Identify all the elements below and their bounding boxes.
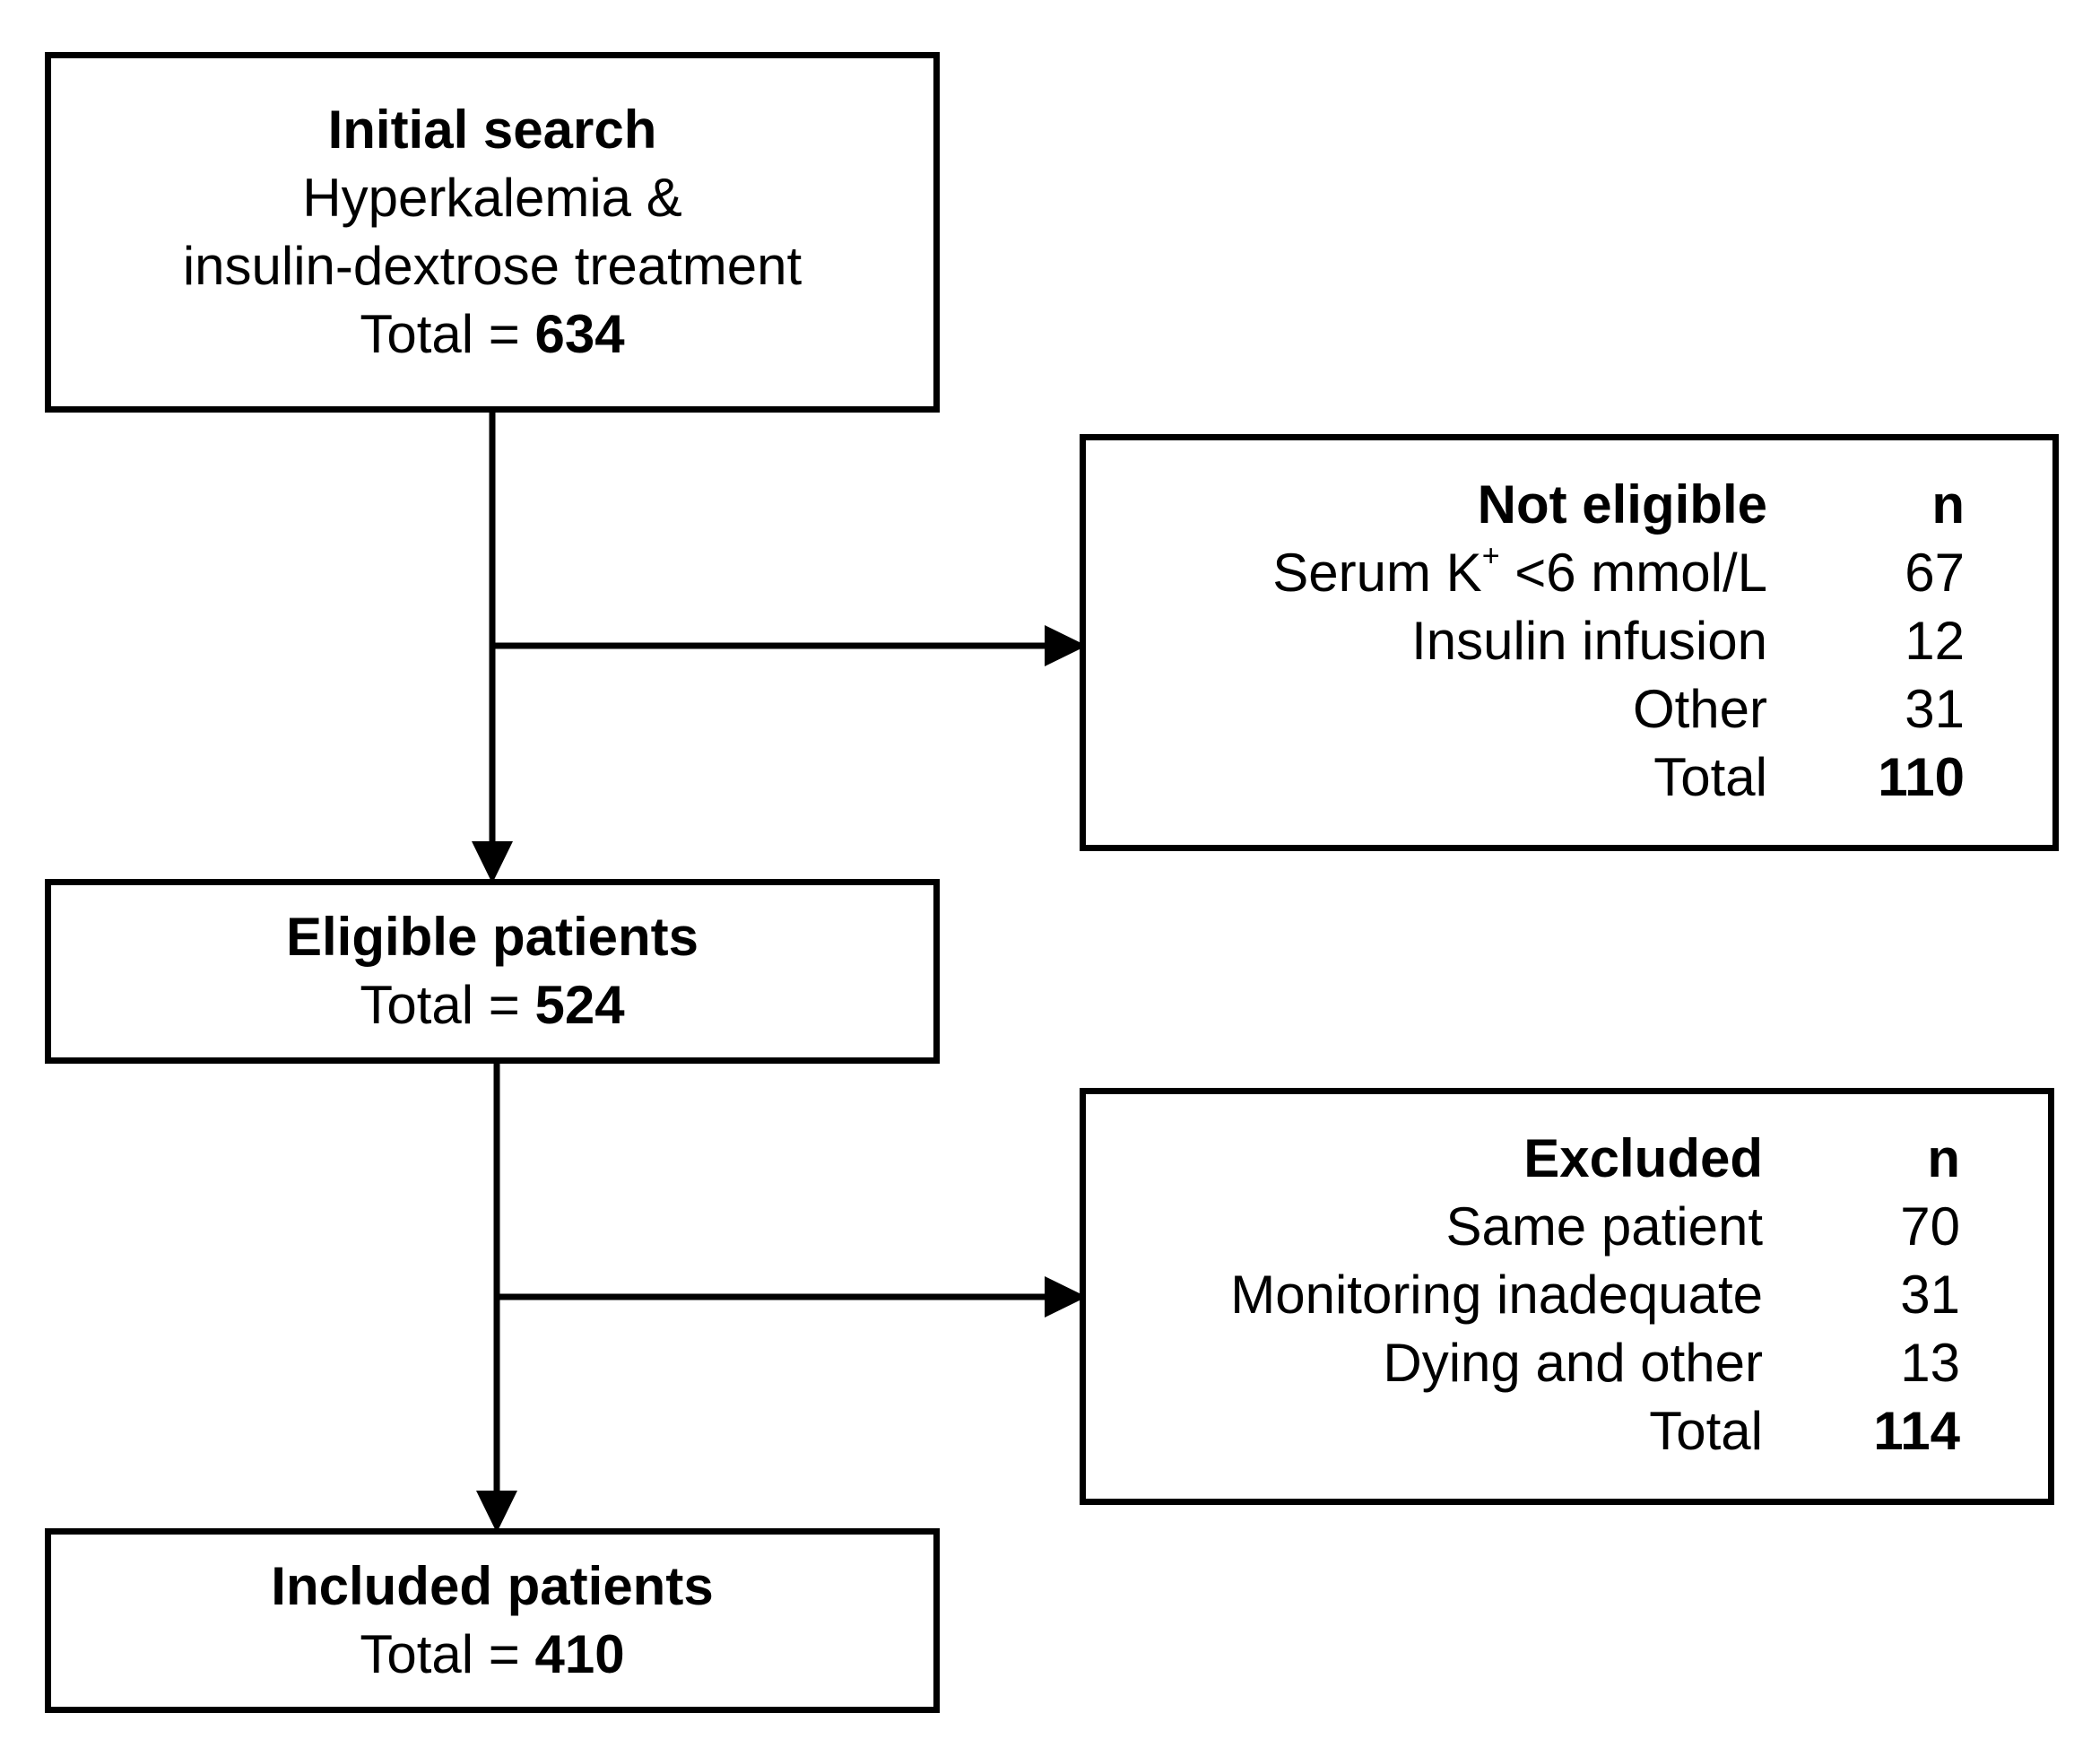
included-total-value: 410 <box>534 1624 625 1684</box>
row-value: 12 <box>1905 611 1965 671</box>
total-value: 114 <box>1873 1401 1960 1461</box>
table-row: Other 31 <box>1086 675 1965 744</box>
table-row: Dying and other 13 <box>1081 1329 1960 1397</box>
row-label: Same patient <box>1445 1196 1763 1257</box>
excluded-box: Excluded n Same patient 70 Monitoring in… <box>1080 1088 2054 1505</box>
arrowhead-to-included <box>476 1491 517 1533</box>
row-value: 70 <box>1900 1196 1960 1257</box>
initial-search-total: Total = 634 <box>360 300 624 369</box>
total-row: Total 110 <box>1086 744 1965 812</box>
not-eligible-n-heading: n <box>1931 474 1965 535</box>
total-row: Total 114 <box>1081 1397 1960 1465</box>
included-total-label: Total = <box>360 1624 535 1684</box>
table-row: Insulin infusion 12 <box>1086 607 1965 675</box>
included-patients-box: Included patients Total = 410 <box>45 1528 940 1713</box>
not-eligible-header: Not eligible n <box>1086 471 1965 539</box>
initial-total-value: 634 <box>534 304 625 364</box>
eligible-patients-box: Eligible patients Total = 524 <box>45 879 940 1064</box>
initial-search-line2: insulin-dextrose treatment <box>182 236 803 296</box>
not-eligible-table: Not eligible n Serum K+ <6 mmol/L 67 Ins… <box>1086 471 1965 812</box>
initial-search-line1: Hyperkalemia & <box>302 168 682 228</box>
included-title: Included patients <box>271 1556 714 1616</box>
initial-search-title: Initial search <box>327 100 657 160</box>
excluded-header: Excluded n <box>1081 1125 1960 1193</box>
total-value: 110 <box>1878 747 1965 807</box>
row-label: Dying and other <box>1383 1333 1763 1393</box>
row-label: Insulin infusion <box>1411 611 1767 671</box>
included-total: Total = 410 <box>360 1621 624 1689</box>
excluded-table: Excluded n Same patient 70 Monitoring in… <box>1081 1125 1960 1465</box>
total-label: Total <box>1653 747 1767 807</box>
arrowhead-to-not-eligible <box>1045 625 1087 666</box>
row-label: Other <box>1632 679 1767 739</box>
eligible-total-value: 524 <box>534 975 625 1035</box>
row-label: Serum K+ <6 mmol/L <box>1272 539 1767 603</box>
total-label: Total <box>1649 1401 1763 1461</box>
initial-total-label: Total = <box>360 304 535 364</box>
not-eligible-box: Not eligible n Serum K+ <6 mmol/L 67 Ins… <box>1080 434 2059 851</box>
table-row: Serum K+ <6 mmol/L 67 <box>1086 539 1965 607</box>
row-value: 31 <box>1900 1265 1960 1325</box>
initial-search-box: Initial search Hyperkalemia & insulin-de… <box>45 52 940 413</box>
arrowhead-to-excluded <box>1045 1276 1087 1318</box>
row-value: 31 <box>1905 679 1965 739</box>
row-label: Monitoring inadequate <box>1230 1265 1763 1325</box>
row-value: 67 <box>1905 543 1965 603</box>
eligible-total: Total = 524 <box>360 971 624 1039</box>
arrowhead-to-eligible <box>472 841 513 883</box>
not-eligible-heading: Not eligible <box>1477 474 1767 535</box>
excluded-heading: Excluded <box>1523 1128 1763 1188</box>
table-row: Monitoring inadequate 31 <box>1081 1261 1960 1329</box>
eligible-title: Eligible patients <box>285 907 699 967</box>
row-value: 13 <box>1900 1333 1960 1393</box>
eligible-total-label: Total = <box>360 975 535 1035</box>
table-row: Same patient 70 <box>1081 1193 1960 1261</box>
excluded-n-heading: n <box>1927 1128 1960 1188</box>
